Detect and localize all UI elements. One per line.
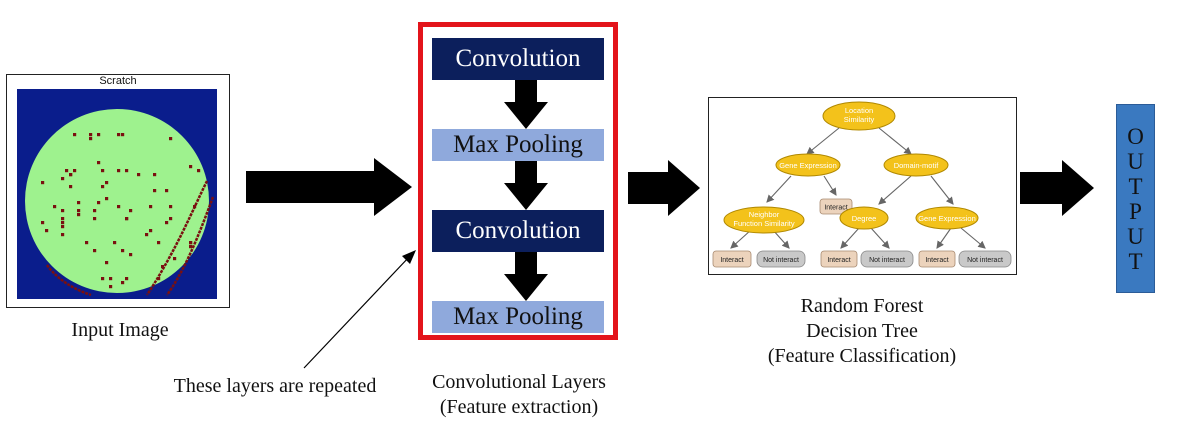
svg-text:Not interact: Not interact: [869, 257, 905, 264]
leaf-interact-1: Interact: [712, 250, 752, 268]
svg-text:Similarity: Similarity: [844, 115, 875, 124]
node-degree: Degree: [839, 206, 889, 230]
repeat-pointer-arrow: [303, 250, 416, 369]
leaf-interact-2: Interact: [820, 250, 858, 268]
node-location-similarity: Location Similarity: [822, 101, 896, 131]
tree-edges: [730, 127, 986, 249]
layer-max-pooling-1: Max Pooling: [432, 129, 604, 161]
svg-text:Not interact: Not interact: [967, 257, 1003, 264]
arrow-conv-to-tree: [628, 160, 700, 216]
tree-caption-line1: Random Forest: [800, 295, 924, 317]
conv-caption-line2: (Feature extraction): [439, 396, 599, 418]
svg-text:Interact: Interact: [925, 257, 948, 264]
node-neighbor-function-similarity: Neighbor Function Similarity: [723, 206, 805, 234]
input-image-frame: Scratch: [6, 74, 230, 308]
decision-tree-diagram: Location Similarity Gene Expression Doma…: [712, 101, 1012, 268]
layer-convolution-2: Convolution: [432, 210, 604, 252]
conv-layers-frame: [418, 22, 618, 340]
svg-text:Neighbor: Neighbor: [749, 210, 780, 219]
node-gene-expression: Gene Expression: [775, 153, 841, 177]
decision-tree-frame: Location Similarity Gene Expression Doma…: [708, 97, 1017, 275]
node-gene-expression-2: Gene Expression: [915, 206, 979, 230]
input-caption: Input Image: [71, 319, 169, 341]
repeat-note: These layers are repeated: [173, 375, 377, 397]
down-arrow-1: [504, 80, 548, 129]
arrow-input-to-conv: [246, 158, 412, 216]
svg-text:Interact: Interact: [720, 257, 743, 264]
tree-caption: Random Forest Decision Tree (Feature Cla…: [742, 294, 982, 369]
tree-caption-line3: (Feature Classification): [767, 345, 957, 367]
svg-text:Gene Expression: Gene Expression: [918, 214, 976, 223]
conv-caption: Convolutional Layers (Feature extraction…: [408, 370, 630, 420]
node-domain-motif: Domain-motif: [883, 153, 949, 177]
output-box: OUTPUT: [1116, 104, 1155, 293]
layer-max-pooling-2: Max Pooling: [432, 301, 604, 333]
svg-text:Not interact: Not interact: [763, 257, 799, 264]
leaf-not-interact-2: Not interact: [860, 250, 914, 268]
leaf-not-interact-3: Not interact: [958, 250, 1012, 268]
arrow-tree-to-output: [1020, 160, 1094, 216]
leaf-not-interact-1: Not interact: [756, 250, 806, 268]
output-label: OUTPUT: [1123, 123, 1148, 274]
down-arrow-2: [504, 161, 548, 210]
wafer-map-image: [17, 89, 217, 299]
down-arrow-3: [504, 252, 548, 301]
svg-text:Degree: Degree: [852, 214, 877, 223]
svg-text:Interact: Interact: [827, 257, 850, 264]
svg-text:Location: Location: [845, 106, 873, 115]
layer-convolution-1: Convolution: [432, 38, 604, 80]
svg-text:Gene Expression: Gene Expression: [779, 161, 837, 170]
leaf-interact-mid: Interact: [819, 198, 853, 215]
leaf-interact-3: Interact: [918, 250, 956, 268]
svg-text:Interact: Interact: [824, 205, 847, 212]
svg-text:Function Similarity: Function Similarity: [733, 219, 795, 228]
svg-text:Domain-motif: Domain-motif: [894, 161, 940, 170]
conv-caption-line1: Convolutional Layers: [432, 371, 606, 393]
input-plot-title: Scratch: [99, 75, 137, 87]
tree-caption-line2: Decision Tree: [806, 320, 918, 342]
